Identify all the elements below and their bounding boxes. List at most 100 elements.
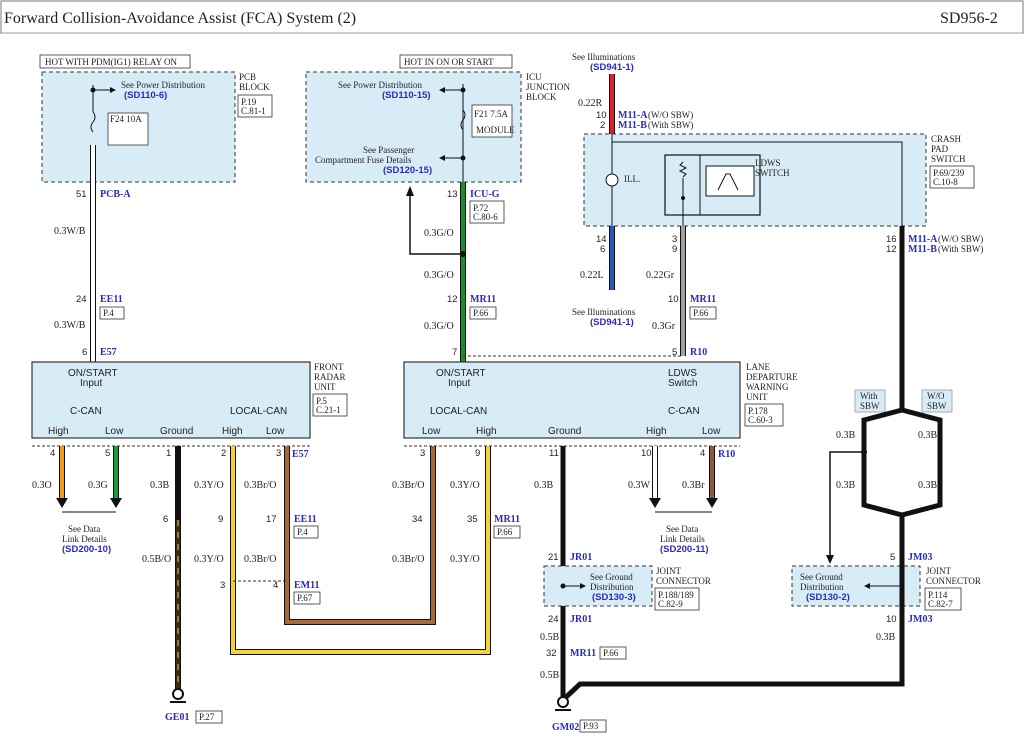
sbw-wire3: 0.3B (918, 430, 938, 441)
illum-see-b-ref[interactable]: (SD941-1) (590, 317, 634, 328)
lamp-icon (605, 173, 619, 187)
pcb-wire1: 0.3W/B (54, 226, 86, 237)
em11-id[interactable]: EM11 (294, 580, 320, 591)
mr11-id[interactable]: MR11 (470, 294, 496, 305)
radar-pin1: 1 (166, 448, 171, 459)
lane-mr11-page: P.66 (497, 527, 513, 537)
lane-name3: WARNING (746, 382, 789, 392)
radar-high2: High (222, 426, 243, 437)
lane-conn-id[interactable]: R10 (718, 449, 735, 460)
ee11-page: P.4 (103, 308, 114, 318)
e57-id[interactable]: E57 (100, 347, 117, 358)
jr01-see-ref[interactable]: (SD130-3) (592, 592, 636, 603)
lane-ground: Ground (548, 426, 581, 437)
lane-name2: DEPARTURE (746, 372, 798, 382)
jr01-see1: See Ground (590, 572, 633, 582)
jm03-see-ref[interactable]: (SD130-2) (806, 592, 850, 603)
jm03-wire: 0.3B (876, 632, 896, 643)
radar-low2: Low (266, 426, 285, 437)
icu-see-ref[interactable]: (SD110-15) (382, 90, 431, 101)
lane-pin7: 7 (452, 347, 457, 358)
illum-see-b: See Illuminations (572, 307, 636, 317)
illum-pin2: 2 (600, 120, 605, 131)
sbw-with2: SBW (860, 401, 880, 411)
icu-see2-ref[interactable]: (SD120-15) (383, 165, 432, 176)
jm03-id[interactable]: JM03 (908, 552, 932, 563)
jr01-wire2: 0.5B (540, 670, 560, 681)
radar-wire-bro2: 0.3Br/O (244, 554, 277, 565)
lane-see-ref[interactable]: (SD200-11) (660, 544, 709, 555)
hot-label-icu-text: HOT IN ON OR START (404, 57, 494, 67)
lane-wire-bro2: 0.3Br/O (392, 554, 425, 565)
page-title: Forward Collision-Avoidance Assist (FCA)… (4, 10, 356, 27)
pcb-pin: 51 (76, 189, 87, 200)
e57-pin: 6 (82, 347, 87, 358)
header-bar (0, 0, 1024, 34)
sbw-wo2: SBW (927, 401, 947, 411)
jr01-wire1: 0.5B (540, 632, 560, 643)
mr11b-id[interactable]: MR11 (690, 294, 716, 305)
radar-pin4: 4 (50, 448, 55, 459)
radar-pin3b: 3 (220, 580, 225, 591)
jr01-id[interactable]: JR01 (570, 552, 592, 563)
radar-pin6: 6 (163, 514, 168, 525)
illum-id2[interactable]: M11-B (618, 120, 647, 131)
radar-high: High (48, 426, 69, 437)
illum-id1[interactable]: M11-A (618, 110, 648, 121)
pcb-id[interactable]: PCB-A (100, 189, 131, 200)
crash-id-r2[interactable]: M11-B (908, 244, 937, 255)
icu-fuse: F21 7.5A (474, 109, 509, 119)
jr01-pin3: 32 (546, 648, 557, 659)
icu-name3: BLOCK (526, 92, 557, 102)
lane-wire-yo2: 0.3Y/O (450, 554, 480, 565)
jm03-id2[interactable]: JM03 (908, 614, 932, 625)
lane-pin11: 11 (549, 448, 559, 459)
lane-departure-warning-unit (403, 361, 741, 439)
pcb-see: See Power Distribution (121, 80, 205, 90)
lane-pin34: 34 (412, 514, 423, 525)
lane-high: High (476, 426, 497, 437)
illum-see-ref[interactable]: (SD941-1) (590, 62, 634, 73)
r10-id[interactable]: R10 (690, 347, 707, 358)
jr01-name1: JOINT (656, 566, 681, 576)
sbw-wire1: 0.3B (836, 430, 856, 441)
radar-see-ref[interactable]: (SD200-10) (62, 544, 111, 555)
mr11b-pin: 10 (668, 294, 679, 305)
resistor-icon (678, 161, 688, 178)
icu-see2b: Compartment Fuse Details (315, 155, 412, 165)
jr01-id2[interactable]: JR01 (570, 614, 592, 625)
radar-page: P.5 (316, 396, 327, 406)
mr11-pin: 12 (447, 294, 458, 305)
ge01-id[interactable]: GE01 (165, 712, 189, 723)
crash-page: P.69/239 (933, 168, 965, 178)
crash-id-r1[interactable]: M11-A (908, 234, 938, 245)
radar-on2: Input (80, 378, 102, 389)
sbw-wo1: W/O (927, 391, 945, 401)
gm02-id[interactable]: GM02 (552, 722, 579, 733)
lane-ldws1: LDWS (668, 368, 697, 379)
icu-id[interactable]: ICU-G (470, 189, 500, 200)
radar-ee11[interactable]: EE11 (294, 514, 317, 525)
sbw-wire4: 0.3B (918, 480, 938, 491)
jm03-name1: JOINT (926, 566, 951, 576)
lane-wire-bro: 0.3Br/O (392, 480, 425, 491)
radar-see1: See Data (68, 524, 100, 534)
ee11-id[interactable]: EE11 (100, 294, 123, 305)
jr01-mr11[interactable]: MR11 (570, 648, 596, 659)
icu-page: P.72 (473, 203, 488, 213)
lane-mr11[interactable]: MR11 (494, 514, 520, 525)
lane-pin9: 9 (475, 448, 480, 459)
radar-lcan: LOCAL-CAN (230, 406, 287, 417)
pcb-fuse-box (107, 112, 149, 146)
pcb-see-ref[interactable]: (SD110-6) (124, 90, 167, 101)
jm03-name2: CONNECTOR (926, 576, 981, 586)
radar-conn: C.21-1 (316, 405, 341, 415)
icu-see2a: See Passenger (363, 145, 414, 155)
pcb-conn: C.81-1 (241, 106, 266, 116)
radar-pin9: 9 (218, 514, 223, 525)
radar-conn-id[interactable]: E57 (292, 449, 309, 460)
jm03-see2: Distribution (800, 582, 844, 592)
gm02-page: P.93 (583, 721, 599, 731)
